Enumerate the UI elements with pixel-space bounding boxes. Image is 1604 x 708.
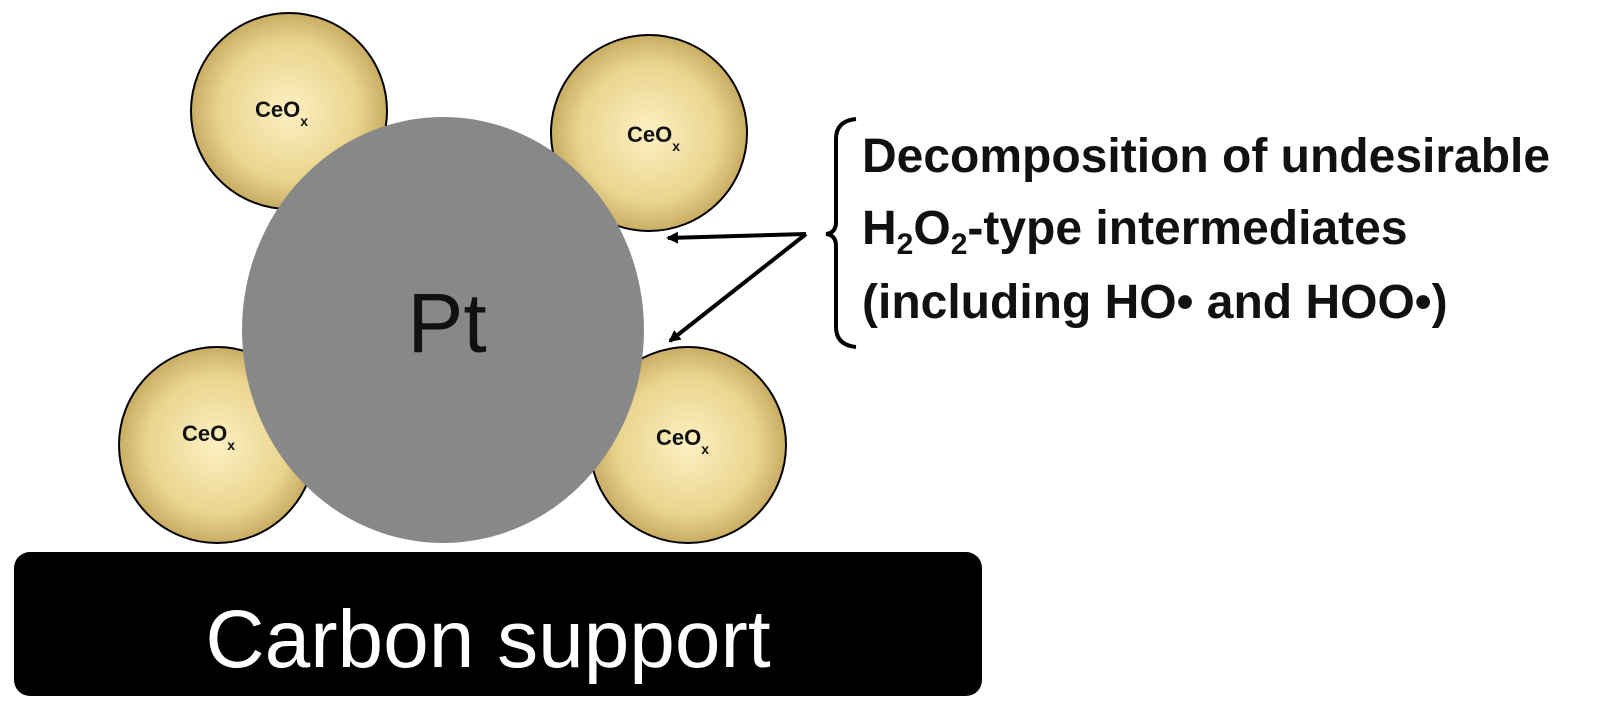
ceox-label: CeO <box>627 122 672 147</box>
arrow-to-bottom-interface <box>668 232 808 343</box>
carbon-support-label: Carbon support <box>205 594 770 685</box>
carbon-support-block <box>14 552 982 696</box>
annotation-line-1: Decomposition of undesirable <box>862 130 1550 183</box>
annotation-line-3: (including HO• and HOO•) <box>862 276 1448 329</box>
ceox-subscript: x <box>300 113 308 129</box>
ceox-label: CeO <box>656 425 701 450</box>
svg-text:CeOx: CeOx <box>627 122 680 154</box>
arrow-to-top-interface <box>666 231 807 244</box>
ceox-subscript: x <box>227 437 235 453</box>
pt-label: Pt <box>407 276 486 370</box>
annotation-line-2: H2O2-type intermediates <box>862 202 1408 261</box>
svg-text:CeOx: CeOx <box>182 421 235 453</box>
ceox-particle-bottom-right: CeOx <box>589 346 787 544</box>
pt-particle: Pt <box>242 117 644 543</box>
ceox-label: CeO <box>255 97 300 122</box>
svg-text:CeOx: CeOx <box>255 97 308 129</box>
ceox-subscript: x <box>701 441 709 457</box>
annotation-bracket <box>825 117 857 349</box>
ceox-subscript: x <box>672 138 680 154</box>
svg-text:CeOx: CeOx <box>656 425 709 457</box>
ceox-particle-top-right: CeOx <box>550 34 748 232</box>
ceox-label: CeO <box>182 421 227 446</box>
